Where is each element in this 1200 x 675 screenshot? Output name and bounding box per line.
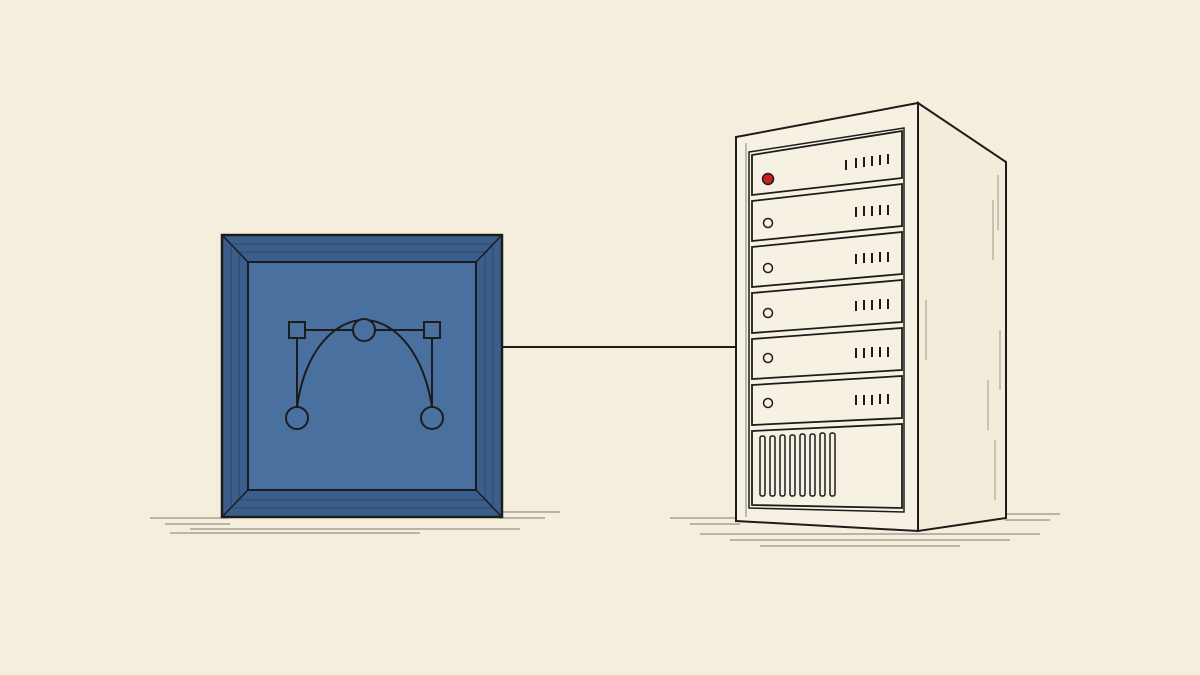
status-led xyxy=(762,397,774,409)
bezier-handle-left xyxy=(288,321,306,339)
status-led xyxy=(762,352,774,364)
status-led-active xyxy=(761,172,775,186)
server-front-panel xyxy=(748,127,905,513)
drive-bay xyxy=(751,182,903,242)
bezier-handle-right xyxy=(423,321,441,339)
ground-shadow-left xyxy=(150,511,560,534)
frame-inner-panel xyxy=(247,261,477,491)
drive-bay xyxy=(751,327,903,380)
status-led xyxy=(762,307,774,319)
server-side-face xyxy=(917,101,1007,533)
server-rack-icon xyxy=(735,101,1007,533)
drive-bay xyxy=(751,375,903,426)
drive-bay xyxy=(751,231,903,288)
status-led xyxy=(762,217,774,229)
bezier-curve-icon xyxy=(220,233,504,519)
bezier-anchor-left xyxy=(285,406,309,430)
drive-bay xyxy=(751,129,903,197)
bezier-anchor-top xyxy=(352,318,376,342)
ground-shadow-right xyxy=(670,513,1060,547)
server-vent-panel xyxy=(751,423,903,509)
status-led xyxy=(762,262,774,274)
drive-bay xyxy=(751,279,903,334)
bezier-anchor-right xyxy=(420,406,444,430)
